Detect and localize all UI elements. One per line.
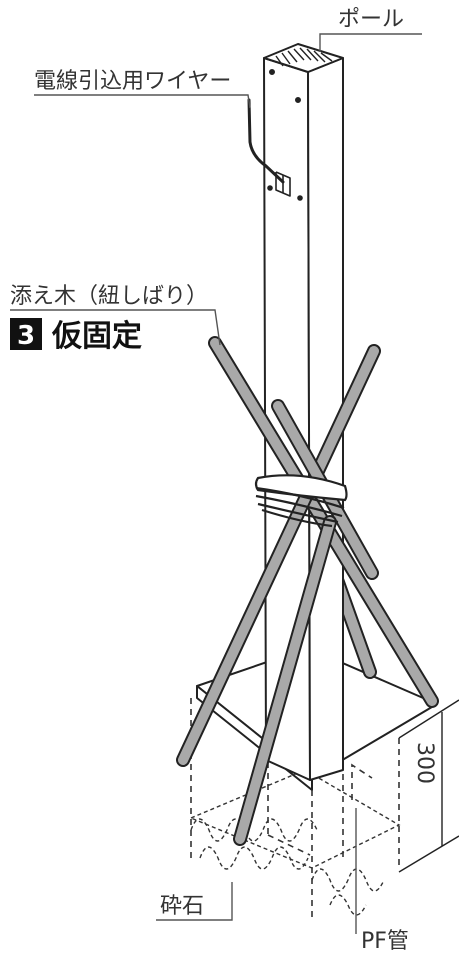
dim-ext-top (398, 699, 459, 739)
screw-hole-2 (295, 97, 301, 103)
step-title: 仮固定 (51, 319, 142, 354)
wire-label: 電線引込用ワイヤー (34, 69, 231, 94)
gravel-stones (190, 818, 385, 916)
brace-front (233, 515, 337, 846)
gravel-bed (189, 769, 401, 916)
buried-hole (190, 698, 400, 920)
gravel-top (189, 769, 401, 869)
pole-top-ribs (275, 47, 333, 67)
screw-hole-1 (269, 69, 275, 75)
brace-label: 添え木（紐しばり） (10, 284, 208, 309)
gravel-label: 砕石 (160, 894, 204, 919)
depth-dimension (398, 699, 459, 873)
step-heading: 3 仮固定 (10, 318, 142, 354)
pole-top-cap (263, 43, 344, 73)
leader-lines (10, 33, 422, 934)
brace-right (176, 344, 381, 767)
guide-wire (247, 98, 285, 184)
wire-leader (34, 94, 251, 109)
step-number: 3 (17, 321, 35, 351)
string-binding (254, 474, 348, 528)
wire-inlet (267, 171, 303, 201)
depth-value: 300 (412, 742, 437, 784)
pole-label: ポール (338, 7, 404, 32)
pole-buried-bottom (267, 834, 311, 856)
dim-ext-bottom (398, 835, 459, 873)
pf-pipe-outline (351, 763, 373, 800)
pole-leader (319, 33, 422, 52)
step-number-badge (10, 318, 42, 350)
pf-pipe-label: PF管 (361, 929, 409, 954)
brace-leader (10, 309, 221, 346)
gravel-leader (156, 882, 233, 921)
